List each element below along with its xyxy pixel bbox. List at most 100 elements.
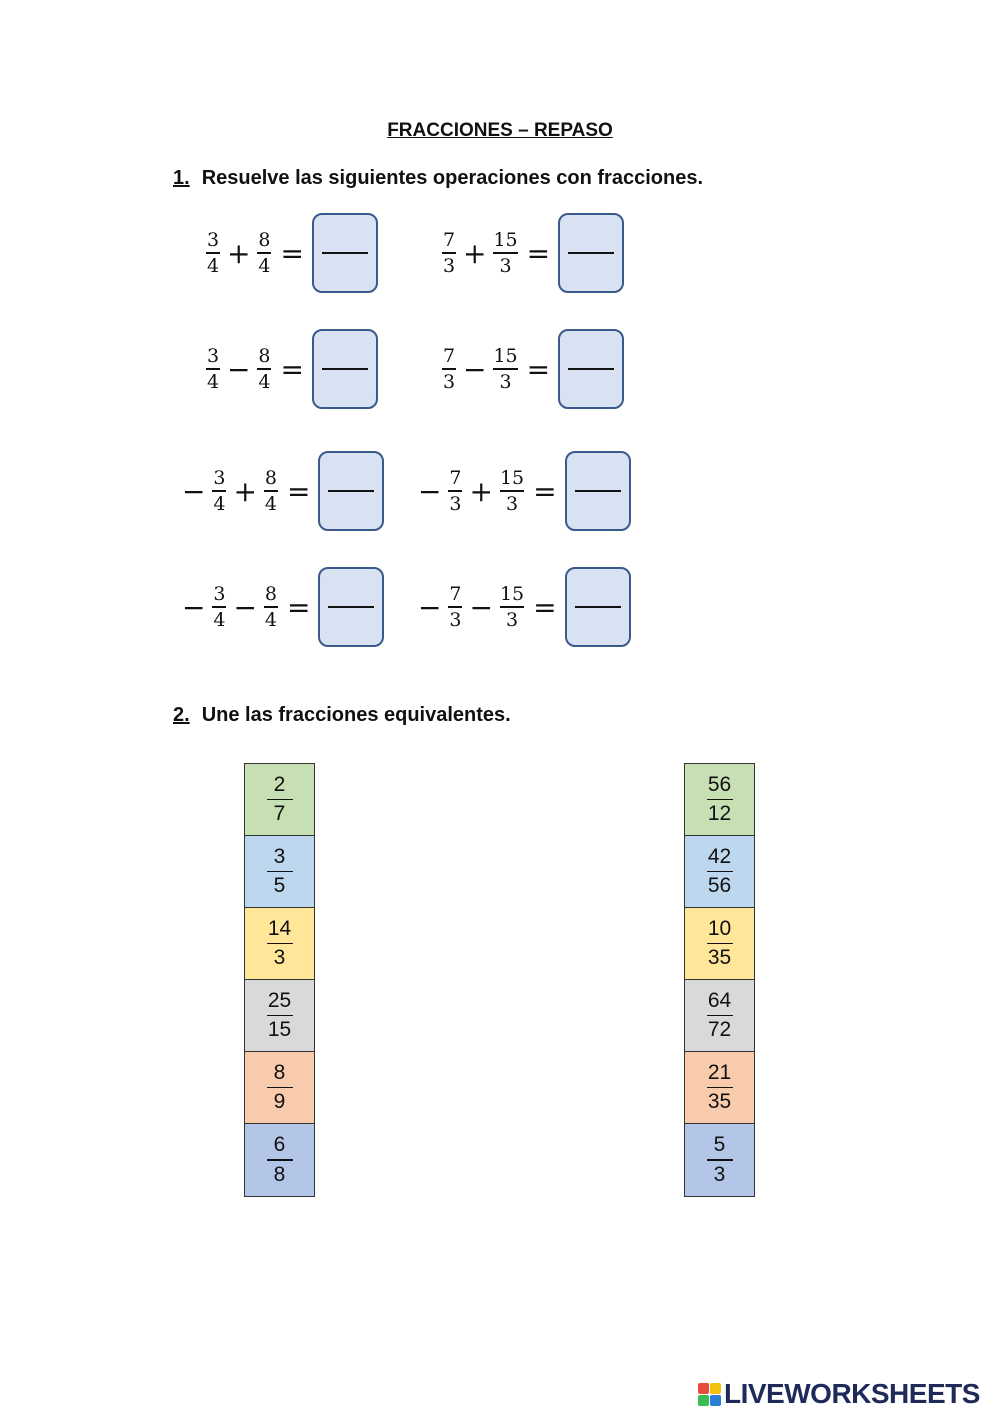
answer-box[interactable] [311, 213, 378, 293]
answer-box[interactable] [318, 567, 385, 647]
equals-sign: = [280, 236, 304, 270]
fraction-bar [706, 1159, 733, 1161]
numerator: 56 [707, 772, 732, 796]
denominator: 7 [273, 802, 286, 826]
numerator: 7 [442, 229, 456, 252]
fraction-bar [499, 490, 525, 492]
page-title: FRACCIONES – REPASO [387, 120, 613, 141]
fraction-bar [266, 1014, 293, 1017]
denominator: 3 [499, 254, 512, 277]
numerator: 15 [493, 345, 518, 368]
logo-square [710, 1394, 721, 1406]
logo-text: LIVEWORKSHEETS [724, 1378, 980, 1409]
fraction-bar [448, 490, 463, 492]
numerator: 8 [273, 1060, 286, 1084]
equals-sign: = [526, 352, 551, 386]
denominator: 3 [442, 370, 456, 393]
numerator: 2 [273, 772, 286, 796]
denominator: 4 [258, 370, 271, 393]
numerator: 3 [273, 844, 286, 868]
fraction-bar [706, 1014, 733, 1017]
numerator: 15 [499, 467, 525, 490]
operator: − [463, 352, 487, 386]
numerator: 7 [449, 583, 462, 606]
denominator: 3 [499, 370, 512, 393]
section-1-number: 1. [173, 167, 190, 189]
denominator: 3 [449, 608, 462, 631]
answer-box[interactable] [318, 451, 385, 531]
numerator: 5 [713, 1133, 726, 1157]
numerator: 3 [213, 467, 226, 490]
denominator: 3 [505, 608, 519, 631]
fraction-bar [706, 870, 733, 873]
denominator: 4 [206, 254, 220, 277]
fraction-bar [206, 252, 220, 254]
fraction-bar [442, 252, 456, 254]
operator: − [227, 352, 251, 386]
denominator: 35 [707, 1090, 732, 1114]
operator: + [227, 236, 251, 270]
logo-square [698, 1394, 709, 1406]
denominator: 8 [273, 1162, 286, 1186]
logo-square [710, 1382, 721, 1394]
denominator: 3 [449, 492, 462, 515]
fraction-bar [257, 368, 272, 370]
equals-sign: = [286, 590, 311, 624]
denominator: 4 [213, 608, 226, 631]
answer-box[interactable] [564, 451, 631, 531]
numerator: 10 [707, 916, 732, 940]
operator: + [469, 474, 493, 508]
denominator: 4 [264, 492, 277, 515]
answer-fraction-line [321, 252, 368, 254]
denominator: 15 [267, 1018, 292, 1042]
leading-sign: − [182, 590, 206, 624]
fraction-bar [266, 1086, 293, 1089]
answer-fraction-line [574, 490, 621, 492]
answer-fraction-line [321, 368, 368, 370]
answer-box[interactable] [558, 213, 625, 293]
fraction-bar [212, 606, 227, 608]
answer-box[interactable] [564, 567, 631, 647]
denominator: 35 [707, 946, 732, 970]
numerator: 8 [264, 467, 277, 490]
fraction-bar [266, 798, 293, 801]
fraction-bar [212, 490, 227, 492]
numerator: 3 [206, 345, 220, 368]
denominator: 3 [713, 1162, 726, 1186]
numerator: 6 [273, 1133, 286, 1157]
fraction-bar [493, 368, 518, 370]
fraction-bar [206, 368, 220, 370]
numerator: 25 [267, 988, 292, 1012]
answer-box[interactable] [311, 329, 378, 409]
answer-box[interactable] [558, 329, 625, 409]
answer-fraction-line [568, 252, 615, 254]
